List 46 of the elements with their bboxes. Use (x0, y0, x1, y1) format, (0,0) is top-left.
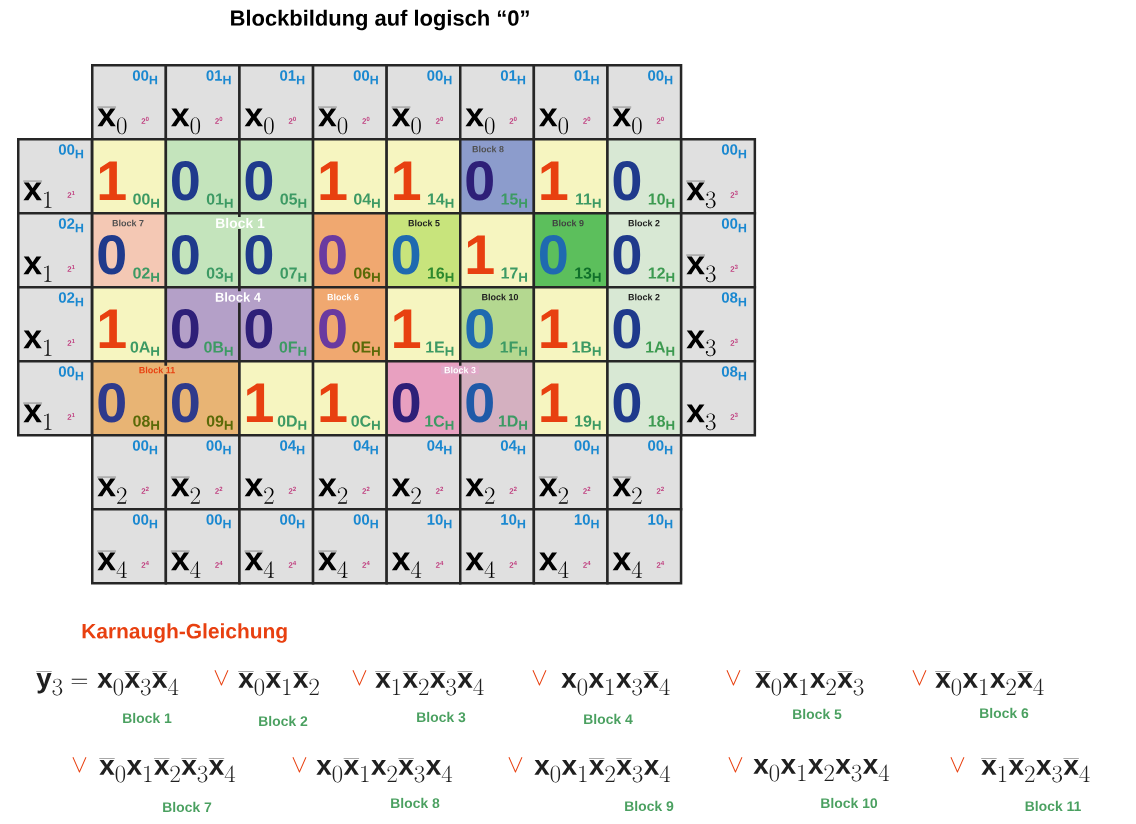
equation-term: $\overline{x}_{0}x_{1}\overline{x}_{2}\overline{x}_{3}\overline{x}_{4}$ (99, 758, 236, 783)
block-label: Block 4 (212, 291, 265, 303)
or-operator: $\vee$ (72, 757, 87, 773)
block-caption: Block 9 (625, 800, 674, 812)
block-label: Block 11 (135, 365, 179, 375)
block-label: Block 5 (408, 219, 440, 227)
or-operator: $\vee$ (726, 670, 741, 686)
equation-term: $\overline{x}_{0}x_{1}x_{2}\overline{x}_{3}$ (755, 671, 864, 696)
block-caption: Block 1 (123, 712, 172, 724)
or-operator: $\vee$ (912, 670, 927, 686)
equation-term: $\overline{x}_{1}\overline{x}_{2}\overline{x}_{3}\overline{x}_{4}$ (375, 671, 484, 696)
heading: Karnaugh-Gleichung (82, 623, 287, 643)
block-label: Block 6 (327, 293, 359, 301)
title: Blockbildung auf logisch “0” (231, 9, 529, 31)
block-caption: Block 6 (980, 707, 1029, 719)
equation-term: $\overline{x}_{0}\overline{x}_{1}\overline{x}_{2}$ (238, 671, 319, 696)
block-caption: Block 2 (259, 715, 308, 727)
equation-term: $x_{0}x_{1}x_{2}x_{3}x_{4}$ (753, 758, 890, 782)
block-label: Block 9 (552, 219, 584, 227)
or-operator: $\vee$ (292, 757, 307, 773)
or-operator: $\vee$ (508, 757, 523, 773)
block-caption: Block 7 (163, 801, 212, 813)
block-caption: Block 10 (821, 797, 878, 809)
block-caption: Block 5 (793, 708, 842, 720)
block-caption: Block 11 (1025, 800, 1081, 812)
or-operator: $\vee$ (352, 670, 367, 686)
block-caption: Block 3 (417, 711, 466, 723)
block-label: Block 2 (628, 219, 660, 227)
or-operator: $\vee$ (214, 670, 229, 686)
block-label: Block 2 (628, 293, 660, 301)
or-operator: $\vee$ (532, 670, 547, 686)
block-caption: Block 8 (391, 797, 440, 809)
or-operator: $\vee$ (728, 757, 743, 773)
equation-term: $x_{0}x_{1}\overline{x}_{2}\overline{x}_{3}x_{4}$ (534, 758, 671, 783)
block-label: Block 10 (482, 293, 519, 301)
block-caption: Block 4 (584, 713, 633, 725)
or-operator: $\vee$ (950, 757, 965, 773)
equation-term: $x_{0}\overline{x}_{1}x_{2}\overline{x}_{3}x_{4}$ (316, 758, 453, 783)
block-label: Block 8 (472, 145, 504, 153)
equation-term: $\overline{y}_{3}=$ (36, 671, 88, 696)
block-label: Block 7 (112, 219, 144, 227)
equation-term: $x_{0}\overline{x}_{3}\overline{x}_{4}$ (97, 671, 179, 696)
equation-term: $x_{0}x_{1}x_{3}\overline{x}_{4}$ (561, 671, 670, 696)
equation-term: $\overline{x}_{0}x_{1}x_{2}\overline{x}_{4}$ (935, 671, 1044, 696)
block-label: Block 3 (441, 365, 479, 375)
equation-term: $\overline{x}_{1}\overline{x}_{2}x_{3}\overline{x}_{4}$ (981, 758, 1090, 783)
